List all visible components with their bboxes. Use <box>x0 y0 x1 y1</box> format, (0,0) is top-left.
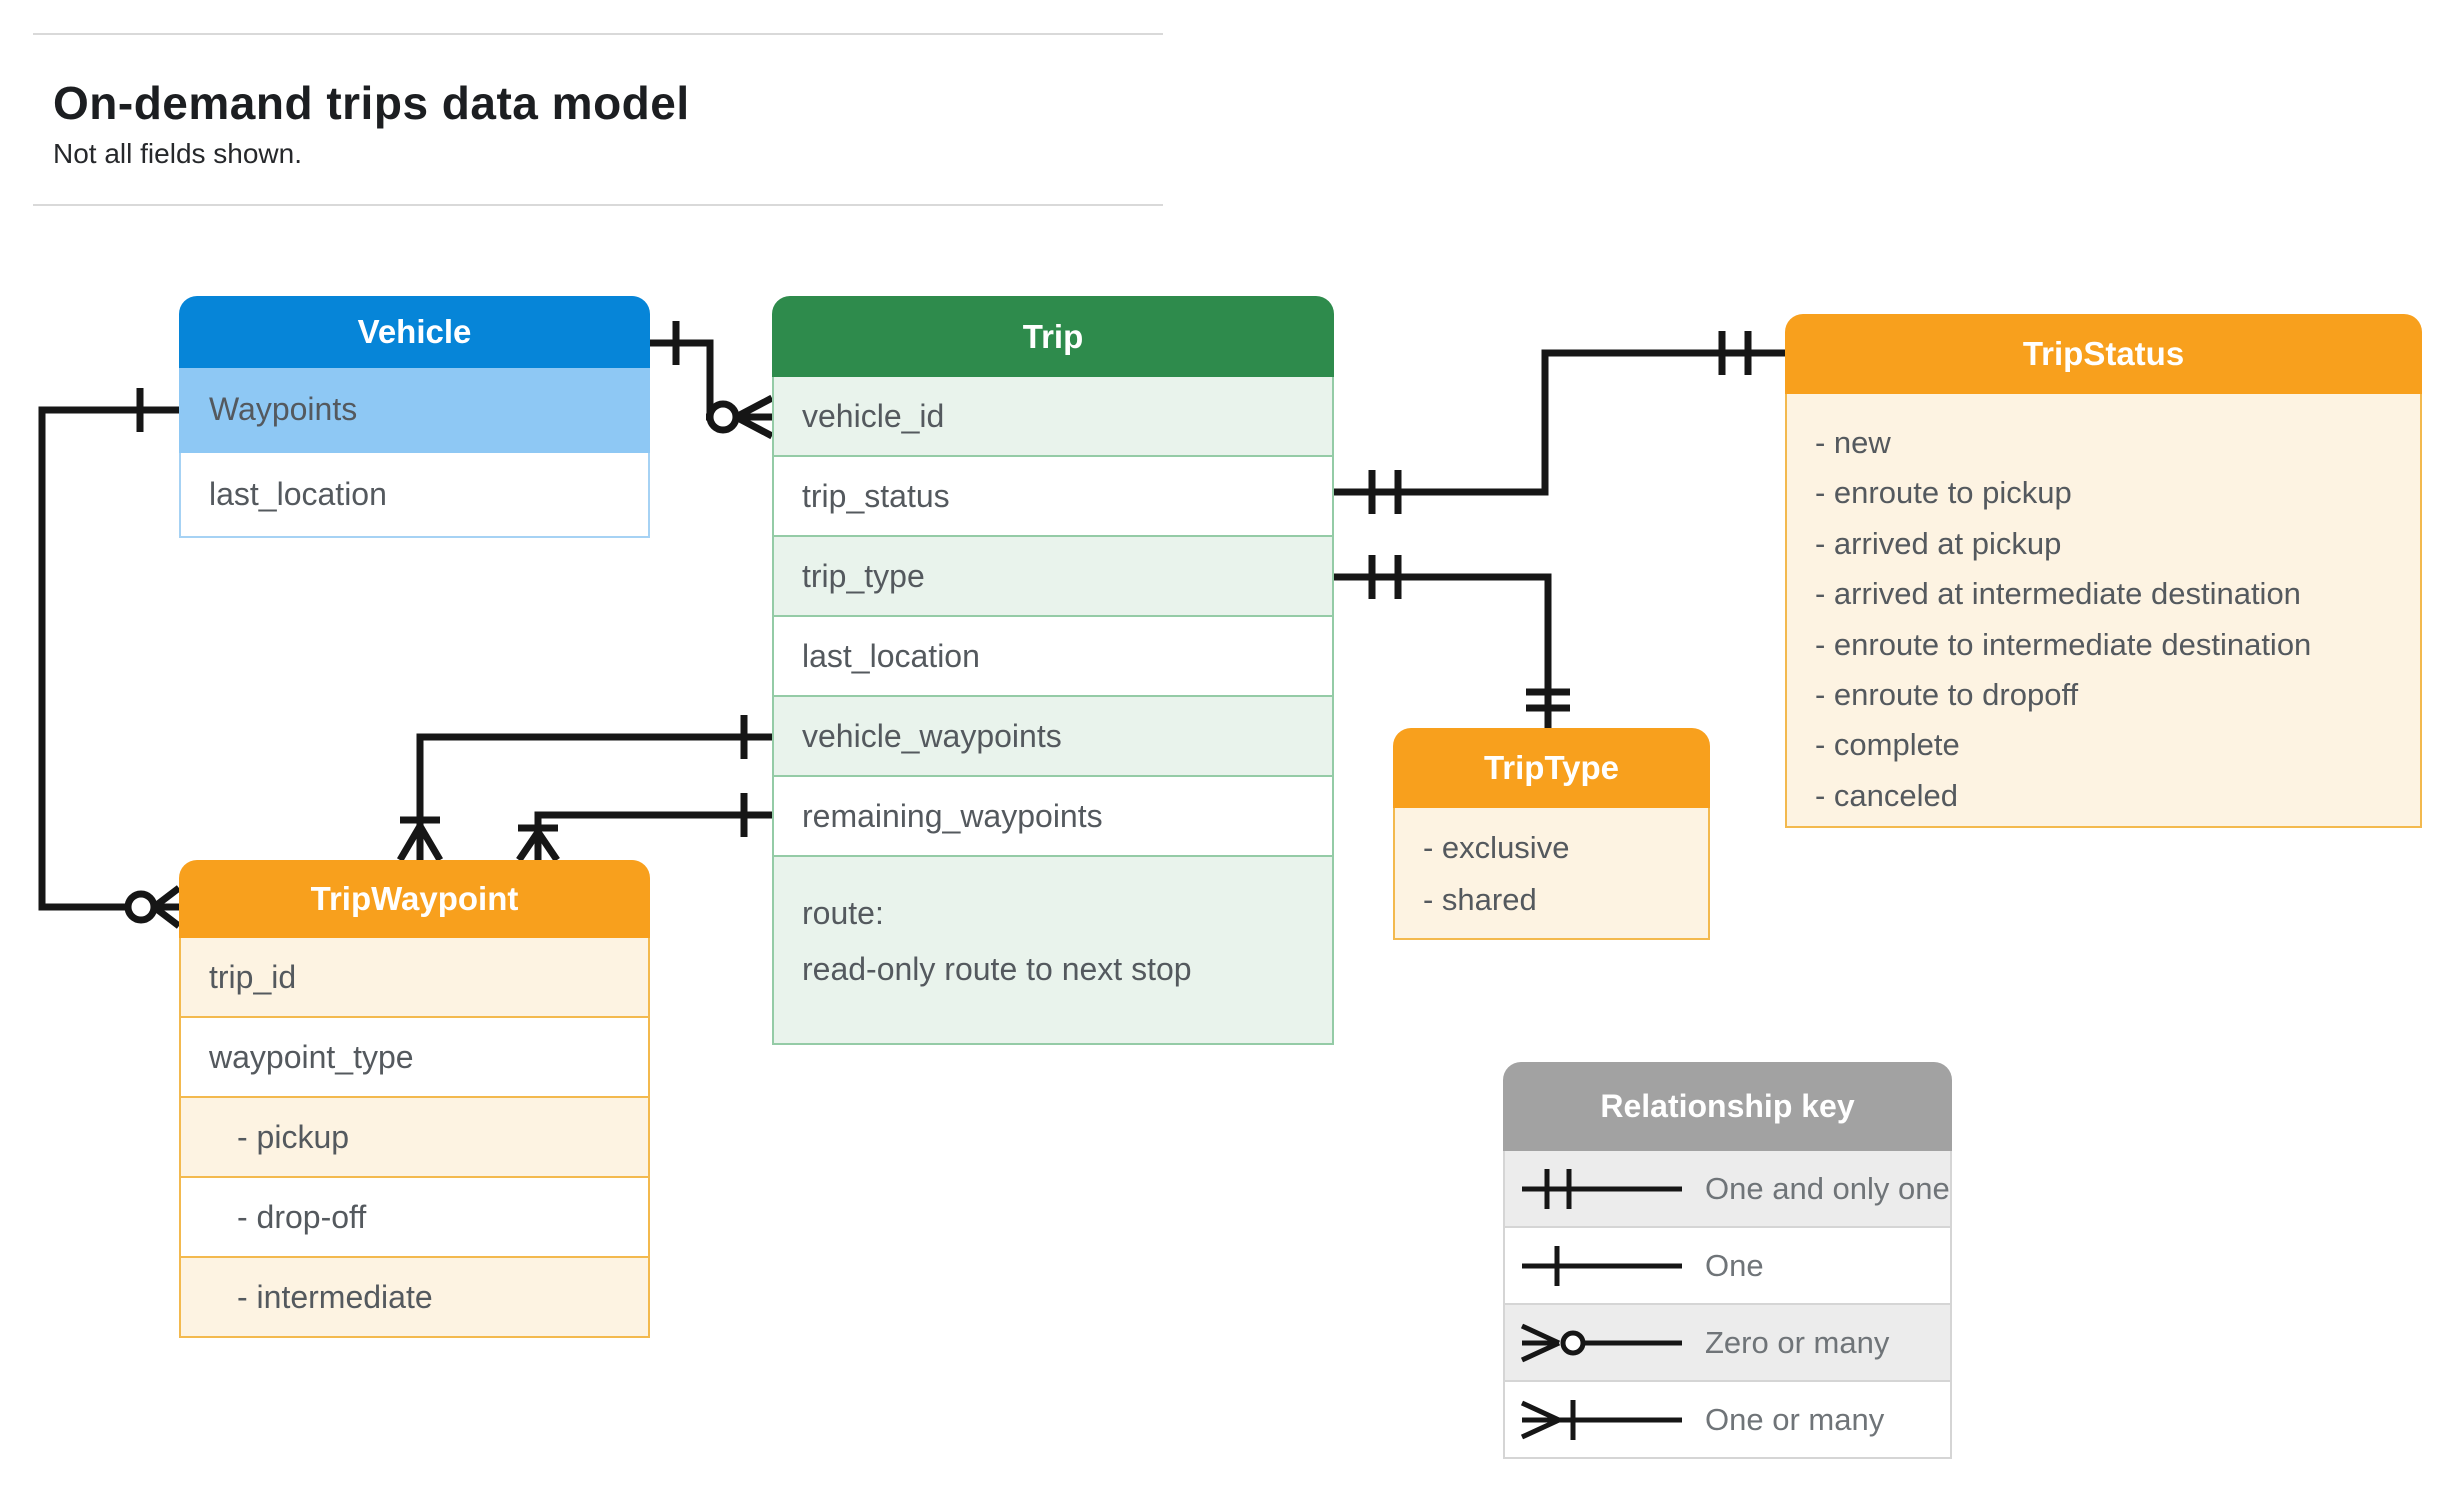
triptype-value-exclusive: - exclusive <box>1423 830 1570 865</box>
entity-vehicle-title-text: Vehicle <box>357 313 472 350</box>
entity-triptype: TripType - exclusive - shared <box>1393 728 1710 940</box>
tripwaypoint-value-dropoff: - drop-off <box>179 1178 650 1258</box>
page-subtitle: Not all fields shown. <box>53 138 303 169</box>
field-trip-last-location: last_location <box>772 617 1334 697</box>
tripstatus-value-enroute-pickup: - enroute to pickup <box>1815 475 2072 511</box>
field-trip-route: route: read-only route to next stop <box>772 857 1334 1045</box>
entity-tripwaypoint-title: TripWaypoint <box>179 860 650 938</box>
relationship-key: Relationship key One and only one One Ze… <box>1503 1062 1952 1459</box>
field-trip-route-desc: read-only route to next stop <box>802 951 1192 987</box>
connector-trip-tripwaypoint-vehicle-waypoints <box>396 715 772 862</box>
tripwaypoint-value-intermediate: - intermediate <box>179 1258 650 1338</box>
relationship-key-title: Relationship key <box>1503 1062 1952 1151</box>
page-title: On-demand trips data model <box>53 77 690 129</box>
connector-trip-triptype <box>1334 555 1570 728</box>
tripstatus-value-complete: - complete <box>1815 727 1960 763</box>
field-tripwaypoint-waypoint-type: waypoint_type <box>179 1018 650 1098</box>
tripstatus-value-canceled: - canceled <box>1815 777 1959 813</box>
legend-label: One <box>1705 1247 1764 1283</box>
one-or-many-symbol <box>1520 1399 1682 1440</box>
connector-vehicle-tripwaypoint <box>38 388 182 929</box>
legend-row-one: One <box>1503 1228 1952 1305</box>
tripstatus-value-enroute-intermediate: - enroute to intermediate destination <box>1815 626 2312 662</box>
entity-tripstatus: TripStatus - new - enroute to pickup - a… <box>1785 314 2422 828</box>
legend-label: One or many <box>1705 1401 1885 1437</box>
entity-trip-title: Trip <box>772 296 1334 377</box>
tripstatus-value-arrived-pickup: - arrived at pickup <box>1815 525 2062 561</box>
legend-row-one-or-many: One or many <box>1503 1382 1952 1459</box>
tripstatus-value-arrived-intermediate: - arrived at intermediate destination <box>1815 576 2301 612</box>
entity-tripwaypoint: TripWaypoint trip_id waypoint_type - pic… <box>179 860 650 1338</box>
field-trip-remaining-waypoints: remaining_waypoints <box>772 777 1334 857</box>
legend-row-zero-or-many: Zero or many <box>1503 1305 1952 1382</box>
field-vehicle-last-location: last_location <box>179 453 650 538</box>
legend-row-one-and-only-one: One and only one <box>1503 1151 1952 1228</box>
entity-vehicle: Vehicle Waypoints last_location <box>179 296 650 538</box>
field-trip-status: trip_status <box>772 457 1334 537</box>
one-symbol <box>1522 1245 1682 1286</box>
zero-or-many-symbol <box>1520 1323 1682 1362</box>
entity-vehicle-title: Vehicle <box>179 296 650 368</box>
entity-tripstatus-values: - new - enroute to pickup - arrived at p… <box>1785 394 2422 828</box>
field-trip-vehicle-id: vehicle_id <box>772 377 1334 457</box>
legend-label: Zero or many <box>1705 1324 1890 1360</box>
field-tripwaypoint-trip-id: trip_id <box>179 938 650 1018</box>
entity-triptype-values: - exclusive - shared <box>1393 808 1710 940</box>
legend-label: One and only one <box>1705 1170 1950 1206</box>
field-vehicle-waypoints: Waypoints <box>179 368 650 453</box>
top-divider <box>33 33 1163 35</box>
field-trip-vehicle-waypoints: vehicle_waypoints <box>772 697 1334 777</box>
entity-trip: Trip vehicle_id trip_status trip_type la… <box>772 296 1334 1045</box>
connector-trip-tripwaypoint-remaining-waypoints <box>516 793 772 862</box>
field-trip-type: trip_type <box>772 537 1334 617</box>
tripstatus-value-enroute-dropoff: - enroute to dropoff <box>1815 677 2079 713</box>
field-trip-route-name: route: <box>802 895 884 931</box>
tripwaypoint-value-pickup: - pickup <box>179 1098 650 1178</box>
title-divider <box>33 204 1163 206</box>
triptype-value-shared: - shared <box>1423 882 1537 917</box>
entity-triptype-title: TripType <box>1393 728 1710 808</box>
connector-trip-tripstatus <box>1334 331 1785 514</box>
connector-vehicle-trip <box>650 321 774 440</box>
one-and-only-one-symbol <box>1522 1168 1682 1209</box>
tripstatus-value-new: - new <box>1815 425 1891 460</box>
entity-tripstatus-title: TripStatus <box>1785 314 2422 394</box>
